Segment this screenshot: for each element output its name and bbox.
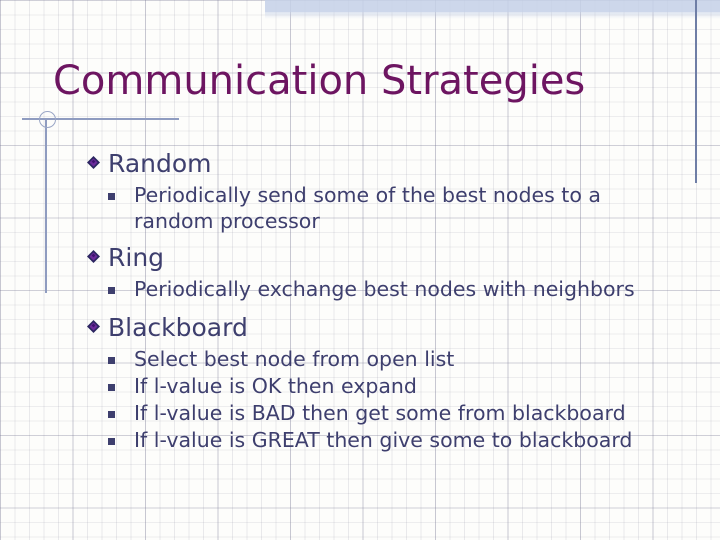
list-item: If l-value is GREAT then give some to bl… bbox=[108, 427, 686, 453]
section-heading-label: Blackboard bbox=[108, 313, 248, 342]
left-vertical-rule bbox=[45, 118, 47, 293]
section-ring: Ring Periodically exchange best nodes wi… bbox=[86, 242, 686, 302]
square-bullet-icon bbox=[108, 276, 134, 294]
square-bullet-icon bbox=[108, 346, 134, 364]
sub-bullet-list: Periodically send some of the best nodes… bbox=[86, 182, 686, 234]
list-item: If l-value is OK then expand bbox=[108, 373, 686, 399]
list-item-label: Select best node from open list bbox=[134, 347, 455, 371]
list-item: Periodically exchange best nodes with ne… bbox=[108, 276, 686, 302]
list-item-label: Periodically send some of the best nodes… bbox=[134, 183, 601, 233]
list-item: If l-value is BAD then get some from bla… bbox=[108, 400, 686, 426]
section-random: Random Periodically send some of the bes… bbox=[86, 148, 686, 234]
section-heading-row: Blackboard bbox=[86, 312, 686, 344]
top-decorative-band bbox=[265, 0, 720, 12]
slide-body: Random Periodically send some of the bes… bbox=[86, 148, 686, 454]
diamond-bullet-icon bbox=[86, 312, 108, 342]
title-underline-rule bbox=[22, 118, 179, 120]
section-heading-label: Ring bbox=[108, 243, 165, 272]
list-item-label: If l-value is BAD then get some from bla… bbox=[134, 401, 626, 425]
decorative-circle-icon bbox=[39, 111, 56, 128]
section-heading-row: Random bbox=[86, 148, 686, 180]
section-heading-label: Random bbox=[108, 149, 212, 178]
diamond-bullet-icon bbox=[86, 148, 108, 178]
right-vertical-rule bbox=[695, 0, 697, 183]
list-item: Periodically send some of the best nodes… bbox=[108, 182, 686, 234]
list-item: Select best node from open list bbox=[108, 346, 686, 372]
slide-title: Communication Strategies bbox=[53, 58, 586, 104]
square-bullet-icon bbox=[108, 427, 134, 445]
list-item-label: If l-value is GREAT then give some to bl… bbox=[134, 428, 633, 452]
section-blackboard: Blackboard Select best node from open li… bbox=[86, 312, 686, 453]
square-bullet-icon bbox=[108, 400, 134, 418]
square-bullet-icon bbox=[108, 373, 134, 391]
square-bullet-icon bbox=[108, 182, 134, 200]
top-decorative-band-fade bbox=[265, 12, 720, 19]
list-item-label: Periodically exchange best nodes with ne… bbox=[134, 277, 635, 301]
sub-bullet-list: Periodically exchange best nodes with ne… bbox=[86, 276, 686, 302]
section-heading-row: Ring bbox=[86, 242, 686, 274]
sub-bullet-list: Select best node from open list If l-val… bbox=[86, 346, 686, 453]
diamond-bullet-icon bbox=[86, 242, 108, 272]
list-item-label: If l-value is OK then expand bbox=[134, 374, 417, 398]
